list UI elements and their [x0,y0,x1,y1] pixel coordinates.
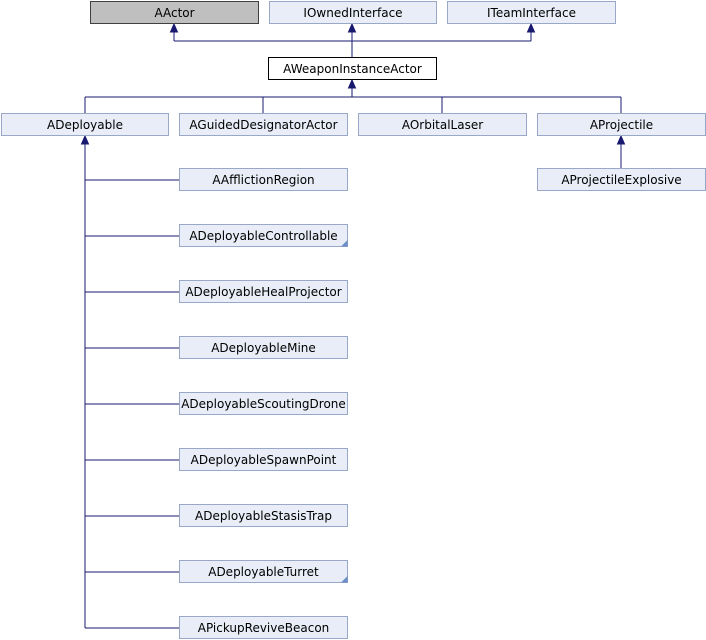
class-node-aactor[interactable]: AActor [90,1,259,24]
class-node-box [358,113,527,136]
arrow-aactor [169,22,179,33]
class-node-iowned[interactable]: IOwnedInterface [269,1,437,24]
class-node-box [179,113,348,136]
class-node-label: ADeployableTurret [208,565,319,579]
class-node-label: ADeployable [47,118,123,132]
class-node-box [447,1,616,24]
class-node-label: AGuidedDesignatorActor [189,118,337,132]
class-node-label: AWeaponInstanceActor [283,62,422,76]
class-node-controllable[interactable]: ADeployableControllable [179,224,348,247]
class-node-box [179,560,348,583]
class-node-revive[interactable]: APickupReviveBeacon [179,616,348,639]
class-node-box [269,1,437,24]
inheritance-edges [80,22,626,629]
class-node-label: ADeployableStasisTrap [195,509,332,523]
class-node-label: APickupReviveBeacon [198,621,330,635]
class-node-aorbital[interactable]: AOrbitalLaser [358,113,527,136]
class-node-label: AProjectileExplosive [561,173,681,187]
arrow-iowned [347,22,357,33]
class-node-label: ADeployableControllable [189,229,337,243]
class-node-box [179,168,348,191]
class-node-box [179,336,348,359]
arrow-iteam [526,22,536,33]
class-node-affliction[interactable]: AAfflictionRegion [179,168,348,191]
collapsed-children-marker [341,576,348,583]
class-node-label: AActor [154,6,194,20]
class-node-weapon[interactable]: AWeaponInstanceActor [268,57,437,80]
class-node-box [179,504,348,527]
class-node-aprojexpl[interactable]: AProjectileExplosive [537,168,706,191]
class-node-stasis[interactable]: ADeployableStasisTrap [179,504,348,527]
class-node-box [268,57,437,80]
class-node-label: AAfflictionRegion [212,173,314,187]
collapsed-children-marker [341,240,348,247]
class-node-label: ADeployableHealProjector [185,285,341,299]
class-node-label: AOrbitalLaser [402,118,483,132]
class-node-box [1,113,169,136]
class-node-iteam[interactable]: ITeamInterface [447,1,616,24]
class-node-mine[interactable]: ADeployableMine [179,336,348,359]
class-node-box [179,280,348,303]
class-node-aprojectile[interactable]: AProjectile [537,113,706,136]
class-node-scouting[interactable]: ADeployableScoutingDrone [179,392,348,415]
class-node-aguided[interactable]: AGuidedDesignatorActor [179,113,348,136]
class-node-label: ADeployableMine [211,341,316,355]
class-node-heal[interactable]: ADeployableHealProjector [179,280,348,303]
class-node-box [90,1,259,24]
arrow-weapon [347,78,357,89]
arrow-aprojectile [616,134,626,145]
class-node-label: ADeployableSpawnPoint [191,453,337,467]
class-node-adeployable[interactable]: ADeployable [1,113,169,136]
class-node-box [179,448,348,471]
class-node-label: ADeployableScoutingDrone [181,397,346,411]
class-node-label: ITeamInterface [487,6,576,20]
class-node-label: IOwnedInterface [303,6,402,20]
class-node-turret[interactable]: ADeployableTurret [179,560,348,583]
arrow-adeployable [80,134,90,145]
class-node-spawn[interactable]: ADeployableSpawnPoint [179,448,348,471]
class-node-label: AProjectile [590,118,653,132]
class-node-box [179,392,348,415]
class-node-box [179,224,348,247]
class-node-box [179,616,348,639]
